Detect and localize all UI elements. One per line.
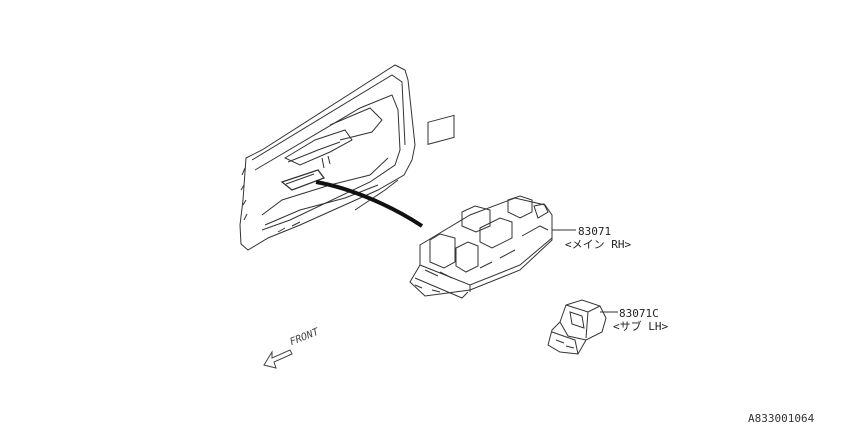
door-trim-panel xyxy=(239,64,416,251)
main-switch-drawing xyxy=(409,114,553,299)
part-number-label: 83071 xyxy=(578,225,612,238)
part-description-label: <サブ LH> xyxy=(613,320,669,333)
sub-switch-drawing xyxy=(547,299,607,355)
leader-arrow xyxy=(315,180,424,228)
diagram-code: A833001064 xyxy=(748,412,815,425)
part-description-label: <メイン RH> xyxy=(565,238,632,251)
front-arrow-icon xyxy=(263,349,293,369)
part-number-label: 83071C xyxy=(619,307,659,320)
